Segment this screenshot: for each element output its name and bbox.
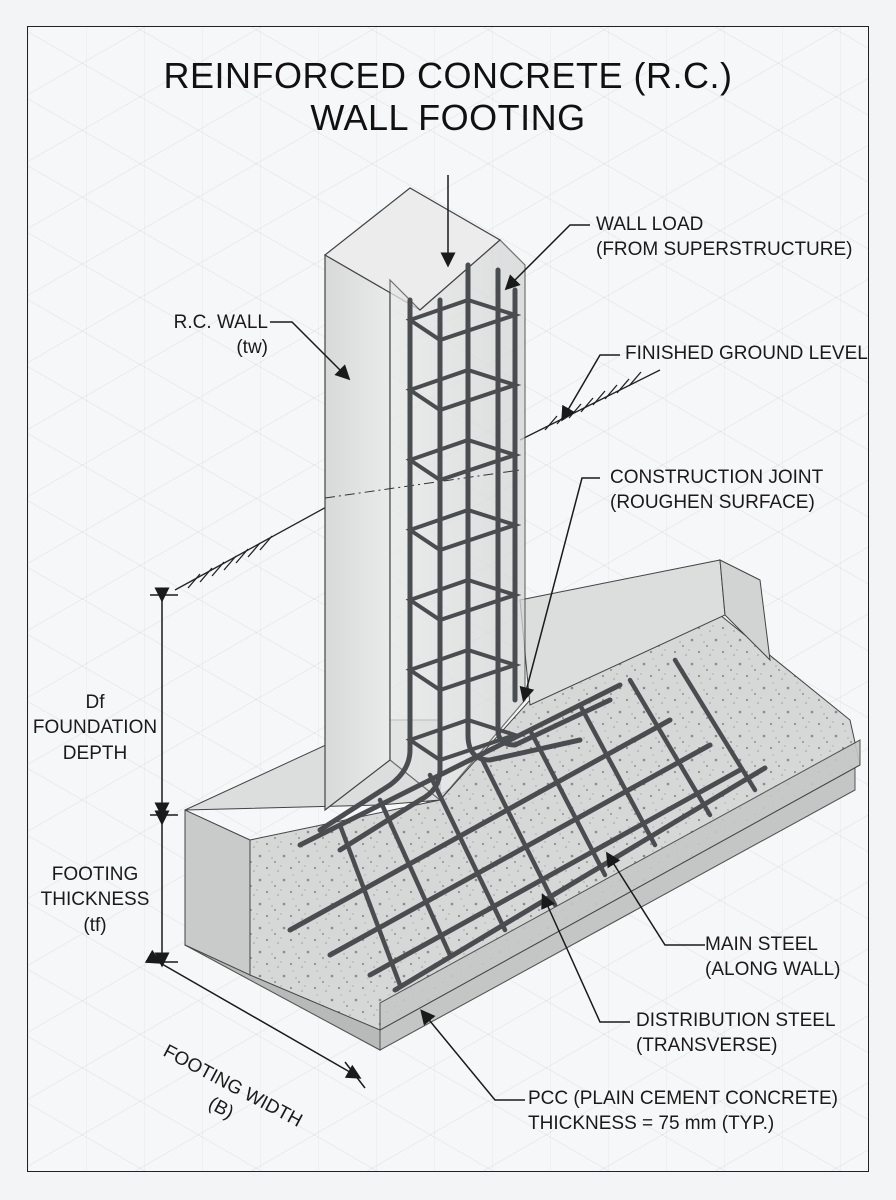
distribution-steel-bars <box>337 657 758 988</box>
ground-hatch-right <box>519 369 661 441</box>
label-distribution-steel: DISTRIBUTION STEEL (TRANSVERSE) <box>636 1010 836 1057</box>
leader-lines <box>270 175 705 1101</box>
label-foundation-depth: Df FOUNDATION DEPTH <box>32 692 158 764</box>
label-pcc: PCC (PLAIN CEMENT CONCRETE) THICKNESS = … <box>528 1088 839 1135</box>
diagram-title-line1: REINFORCED CONCRETE (R.C.) <box>163 55 733 96</box>
label-rc-wall: R.C. WALL (tw) <box>173 312 268 359</box>
ground-hatch-left <box>174 504 331 591</box>
construction-joint-line <box>324 469 521 499</box>
label-main-steel: MAIN STEEL (ALONG WALL) <box>705 934 841 981</box>
label-wall-load: WALL LOAD (FROM SUPERSTRUCTURE) <box>596 214 853 261</box>
wall-stirrups <box>405 297 522 763</box>
rc-wall <box>323 187 526 812</box>
footing-block <box>184 559 861 1031</box>
diagram-title-line2: WALL FOOTING <box>310 97 586 138</box>
label-finished-ground-level: FINISHED GROUND LEVEL <box>625 343 868 364</box>
label-construction-joint: CONSTRUCTION JOINT (ROUGHEN SURFACE) <box>610 467 824 514</box>
label-footing-thickness: FOOTING THICKNESS (tf) <box>40 864 150 936</box>
dimension-lines <box>144 587 366 1089</box>
